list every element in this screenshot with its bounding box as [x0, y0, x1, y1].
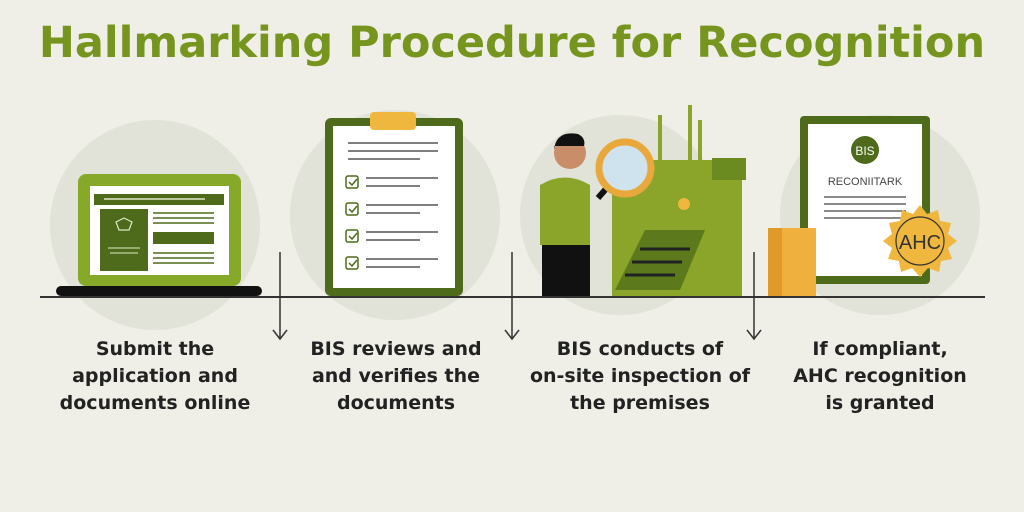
arrow-down-icon — [746, 252, 762, 341]
caption-line: the premises — [570, 392, 710, 414]
caption-line: is granted — [825, 392, 935, 414]
certificate-seal-icon: BIS RECONIITARK AHC — [768, 116, 957, 296]
caption-line: Submit the — [95, 338, 215, 360]
step-3-caption: BIS conducts of on-site inspection of th… — [525, 336, 755, 417]
step-1-caption: Submit the application and documents onl… — [40, 336, 270, 417]
caption-line: documents — [336, 392, 456, 414]
certificate-logo: BIS — [855, 144, 874, 158]
certificate-heading: RECONIITARK — [828, 176, 903, 188]
clipboard-checklist-icon — [325, 112, 463, 296]
seal-label: AHC — [899, 232, 941, 254]
caption-line: BIS reviews and — [310, 338, 482, 360]
caption-line: If compliant, — [812, 338, 948, 360]
caption-line: AHC recognition — [793, 365, 967, 387]
arrow-down-icon — [504, 252, 520, 341]
arrow-down-icon — [272, 252, 288, 341]
laptop-icon — [56, 174, 262, 296]
caption-line: documents online — [59, 392, 251, 414]
page-title: Hallmarking Procedure for Recognition — [38, 18, 986, 68]
caption-line: and verifies the — [311, 365, 481, 387]
step-4-caption: If compliant, AHC recognition is granted — [765, 336, 995, 417]
inspector-magnifier-icon — [540, 105, 746, 296]
caption-line: application and — [72, 365, 238, 387]
step-2-caption: BIS reviews and and verifies the documen… — [281, 336, 511, 417]
caption-line: BIS conducts of — [556, 338, 724, 360]
caption-line: on-site inspection of — [529, 365, 751, 387]
